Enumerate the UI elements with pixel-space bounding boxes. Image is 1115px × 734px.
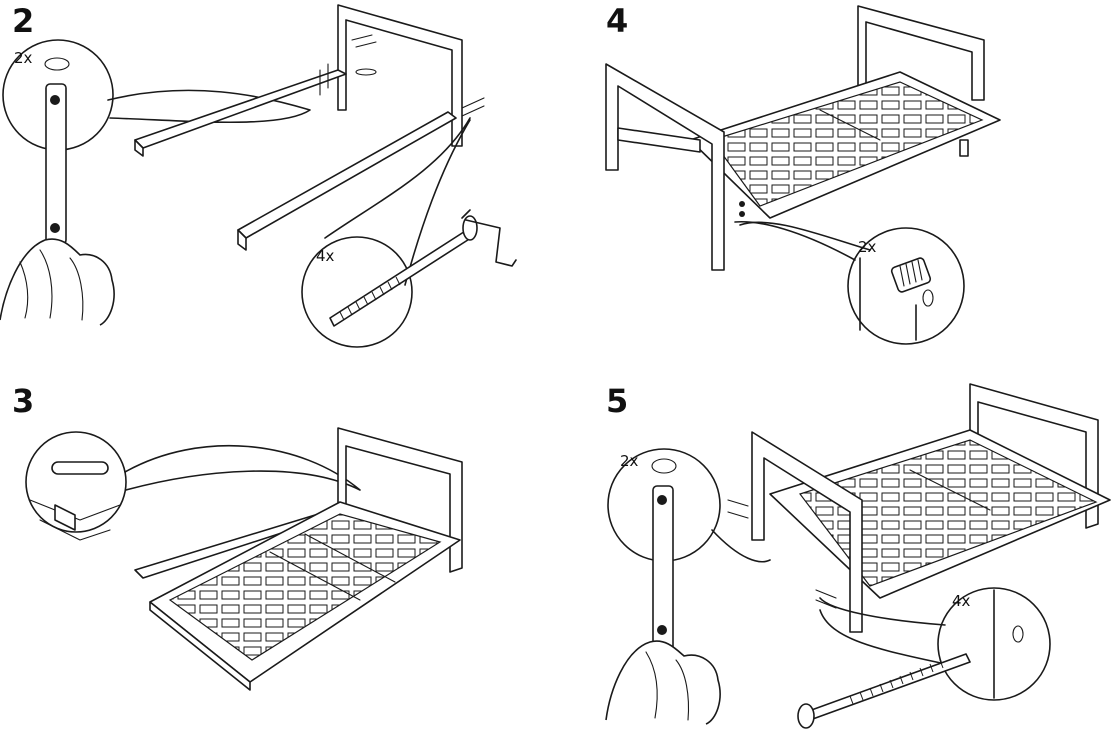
bolt-detail-circle (797, 587, 1051, 729)
quantity-label: 4x (952, 592, 971, 610)
dowel-detail-circle (0, 39, 311, 326)
sofa-seat-assembly (134, 427, 463, 691)
step-3: 3 (12, 382, 463, 691)
step-number: 5 (606, 382, 628, 420)
quantity-label: 4x (316, 247, 335, 265)
step-number: 3 (12, 382, 34, 420)
dowel-detail-circle (605, 448, 771, 725)
sofa-side-frame (134, 4, 485, 251)
quantity-label: 2x (858, 238, 877, 256)
sofa-frame-with-armrest (605, 5, 1001, 271)
step-number: 4 (606, 2, 628, 40)
bolt-detail-circle (301, 117, 517, 348)
sofa-complete-frame (727, 383, 1111, 633)
slot-detail-circle (25, 431, 361, 541)
step-5: 5 2x (605, 382, 1111, 729)
quantity-label: 2x (14, 49, 33, 67)
dowel-detail-circle (734, 220, 965, 345)
step-number: 2 (12, 2, 34, 40)
step-4: 4 2x (605, 2, 1001, 345)
quantity-label: 2x (620, 452, 639, 470)
step-2: 2 2x (0, 2, 517, 348)
